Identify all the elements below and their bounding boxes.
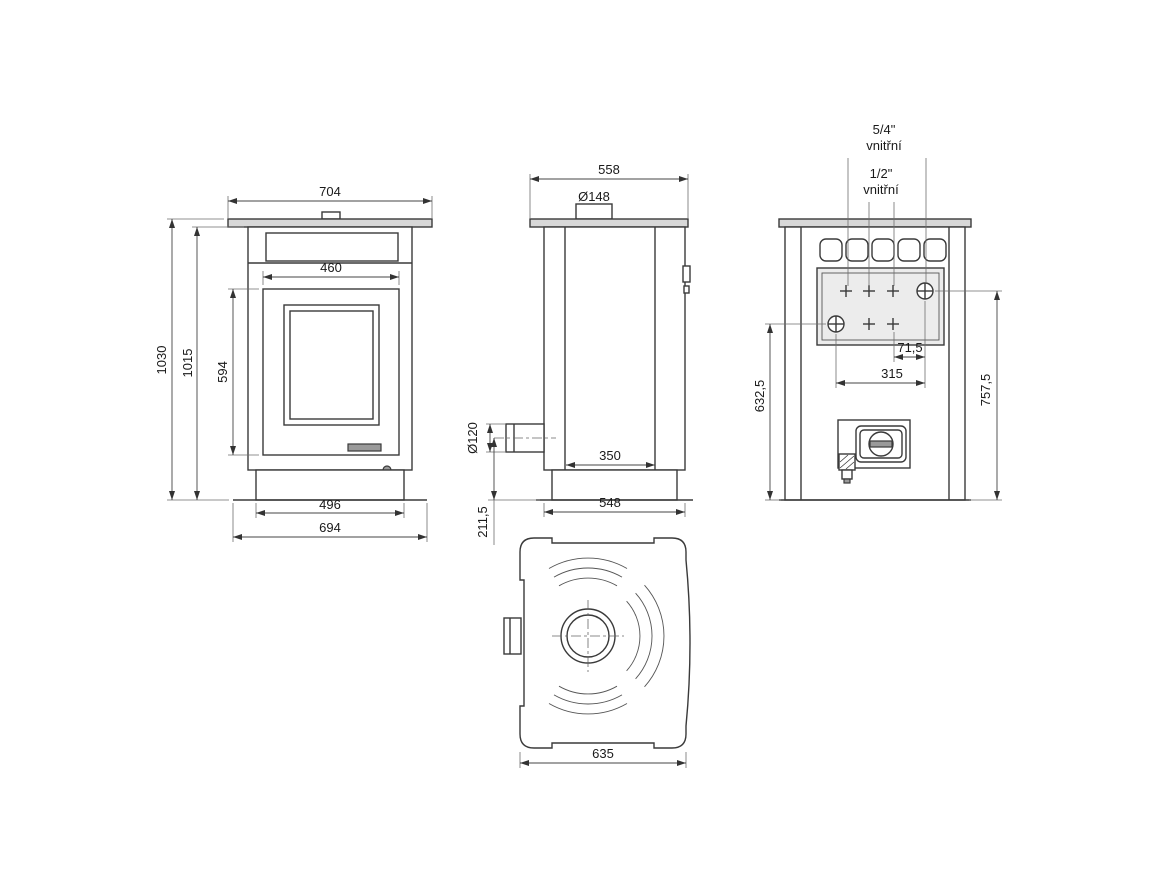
rear-view: 5/4" vnitřní 1/2" vnitřní 71,5 315 632,5	[752, 122, 1002, 501]
front-glass	[289, 310, 374, 420]
front-view: 704 1030 1015 594 460 496	[154, 184, 433, 542]
rear-vents	[819, 238, 947, 262]
dim-front-glass-width: 460	[320, 260, 342, 275]
dim-front-door-height: 594	[215, 361, 230, 383]
top-outlet-stub	[503, 617, 522, 655]
door-handle	[347, 443, 382, 452]
dim-supply-height: 757,5	[978, 374, 993, 407]
dim-side-top-depth: 558	[598, 162, 620, 177]
rear-top-plate	[778, 218, 972, 228]
flue-collar	[575, 203, 613, 220]
ash-door	[837, 419, 911, 469]
front-plinth	[255, 469, 405, 501]
front-top-plate	[227, 218, 433, 228]
dim-side-inner-depth: 350	[599, 448, 621, 463]
side-hinge-lower	[683, 285, 690, 294]
dim-return-height: 632,5	[752, 380, 767, 413]
dim-front-base-width: 694	[319, 520, 341, 535]
dim-fitting-offset: 71,5	[897, 340, 922, 355]
label-fitting-large-type: vnitřní	[866, 138, 902, 153]
front-dimensions: 704 1030 1015 594 460 496	[154, 184, 433, 542]
top-geometry	[503, 537, 691, 749]
label-fitting-large: 5/4"	[873, 122, 896, 137]
dim-top-width: 635	[592, 746, 614, 761]
label-fitting-small-type: vnitřní	[863, 182, 899, 197]
dim-front-body-height: 1015	[180, 349, 195, 378]
top-dimensions: 635	[519, 746, 687, 768]
front-geometry	[227, 211, 433, 501]
dim-flue-diameter: Ø148	[578, 189, 610, 204]
rear-geometry	[778, 218, 972, 501]
side-body	[543, 226, 686, 471]
dim-front-overall-height: 1030	[154, 346, 169, 375]
front-top-knob	[321, 211, 341, 220]
dim-front-base-inner-width: 496	[319, 497, 341, 512]
top-view: 635	[503, 537, 691, 768]
heat-exchanger-plate	[816, 267, 945, 346]
rear-dimensions: 5/4" vnitřní 1/2" vnitřní 71,5 315 632,5	[752, 122, 1002, 501]
dim-fitting-spacing: 315	[881, 366, 903, 381]
side-top-plate	[529, 218, 689, 228]
side-hinge-upper	[682, 265, 691, 283]
label-fitting-small: 1/2"	[870, 166, 893, 181]
side-geometry	[494, 203, 693, 501]
drain-valve	[838, 453, 856, 484]
dim-front-top-width: 704	[319, 184, 341, 199]
side-view: 558 Ø148 Ø120 350 548 211,5	[465, 162, 693, 545]
dim-outlet-diameter: Ø120	[465, 422, 480, 454]
dim-side-base-depth: 548	[599, 495, 621, 510]
dim-outlet-height: 211,5	[475, 506, 490, 538]
front-upper-band	[265, 232, 399, 262]
side-dimensions: 558 Ø148 Ø120 350 548 211,5	[465, 162, 689, 545]
